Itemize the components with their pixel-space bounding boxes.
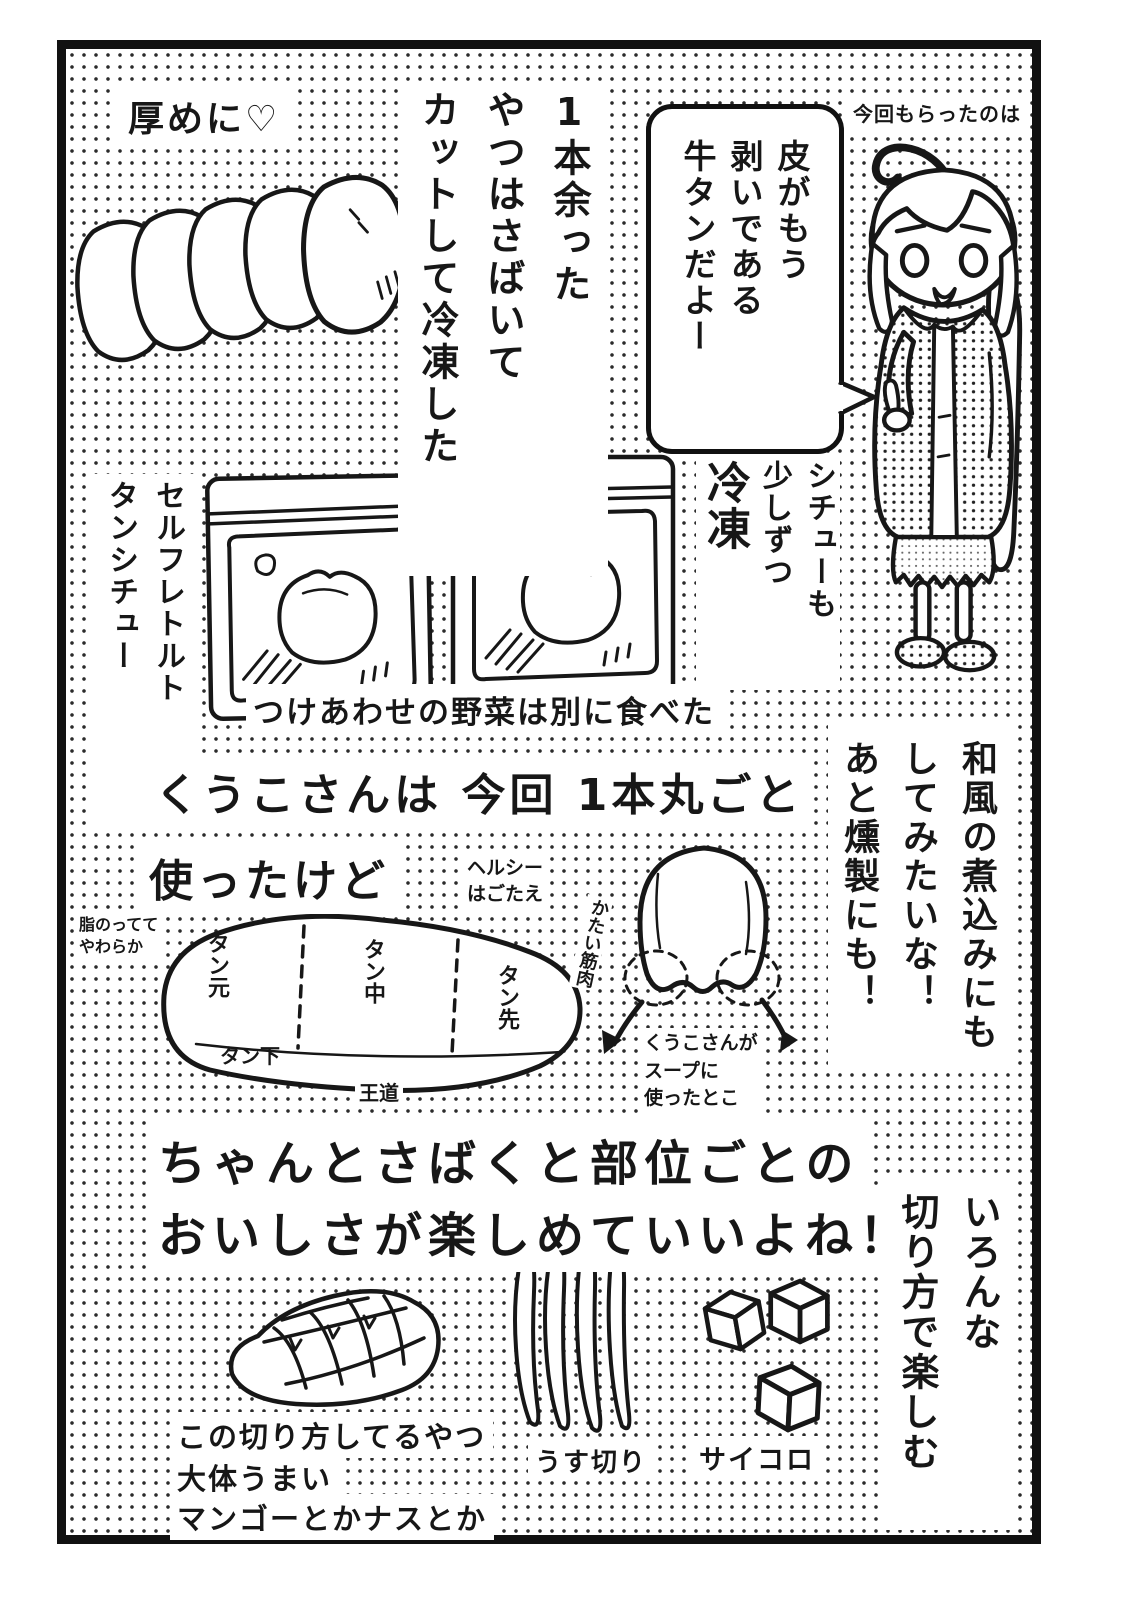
cut-and-freeze-note: 1本余った やつはさばいて カットして冷凍した: [398, 84, 608, 576]
healthy-line: ヘルシー: [467, 857, 544, 879]
dice-cut-illustration: [676, 1254, 854, 1440]
part-label-tip: タン先: [494, 964, 519, 1030]
cut-note-line: カットして冷凍した: [415, 90, 459, 468]
fatty-line: 脂のってて: [79, 915, 159, 934]
sliced-tongue-illustration: [75, 174, 410, 363]
tongue-parts-diagram: [161, 913, 583, 1093]
royal-road-annotation: 王道: [355, 1076, 403, 1107]
retort-label-line: タンシチュー: [103, 480, 138, 672]
cut-note-line: やつはさばいて: [481, 90, 525, 384]
speech-bubble-text: 皮がもう 剥いである 牛タンだよー: [665, 109, 825, 439]
dice-label: サイコロ: [692, 1436, 822, 1479]
retort-label-line: セルフレトルト: [150, 480, 185, 704]
received-label: 今回もらったのは: [848, 96, 1026, 129]
side-veggies-note: つけあわせの野菜は別に食べた: [246, 684, 722, 735]
main-message-line1: ちゃんとさばくと部位ごとの: [146, 1118, 872, 1200]
ideas-line: あと燻製にも！: [838, 740, 879, 1013]
crosshatch-caption-line2: 大体うまい: [170, 1454, 340, 1500]
variety-line: いろんな: [957, 1192, 1001, 1352]
speech-bubble-tail: [837, 380, 877, 416]
tongue-root-illustration: [602, 845, 798, 1054]
main-message-line2: おいしさが楽しめていいよね！: [146, 1190, 926, 1272]
stew-note-line: 冷凍: [699, 460, 750, 552]
speech-line: 剥いである: [725, 139, 764, 319]
fatty-soft-annotation: 脂のってて やわらか: [74, 912, 164, 961]
cooking-ideas-note: 和風の煮込みにも してみたいな！ あと燻製にも！: [828, 724, 1014, 1072]
healthy-chewy-annotation: ヘルシー はごたえ: [462, 854, 549, 910]
speech-line: 皮がもう: [772, 139, 811, 283]
crosshatch-caption-line1: この切り方してるやつ: [170, 1412, 494, 1458]
speech-line: 牛タンだよー: [678, 139, 717, 355]
soup-line: 使ったとこ: [644, 1087, 740, 1110]
soup-part-annotation: くうこさんが スープに 使ったとこ: [638, 1028, 764, 1115]
crosshatch-cut-illustration: [228, 1288, 441, 1407]
variety-line: 切り方で楽しむ: [895, 1192, 939, 1472]
usage-note-line2: 使ったけど: [140, 840, 398, 914]
part-label-middle: タン中: [360, 938, 385, 1004]
stew-freeze-note: シチューも 少しずつ 冷凍: [696, 460, 840, 690]
thin-slices-illustration: [513, 1232, 632, 1433]
thin-slice-label: うす切り: [528, 1440, 655, 1481]
cut-note-line: 1本余った: [547, 90, 591, 306]
fatty-line: やわらか: [79, 937, 144, 957]
crosshatch-caption-line3: マンゴーとかナスとか: [170, 1494, 495, 1540]
soup-line: スープに: [644, 1059, 719, 1082]
stew-note-line: シチューも: [801, 460, 836, 620]
usage-note-line1: くうこさんは 今回 1本丸ごと: [146, 754, 813, 828]
ideas-line: してみたいな！: [897, 740, 938, 1013]
retort-stew-label: セルフレトルト タンシチュー: [94, 474, 194, 826]
healthy-line: はごたえ: [467, 882, 544, 905]
thick-slices-caption: 厚めに♡: [118, 86, 291, 146]
ideas-line: 和風の煮込みにも: [956, 740, 997, 1052]
stew-note-line: 少しずつ: [757, 460, 792, 588]
speech-bubble: 皮がもう 剥いである 牛タンだよー: [646, 104, 844, 454]
part-label-under: タン下: [220, 1044, 280, 1068]
chibi-girl-illustration: [867, 143, 1023, 673]
cutting-variety-note: いろんな 切り方で楽しむ: [880, 1178, 1016, 1530]
soup-line: くうこさんが: [644, 1032, 758, 1054]
part-label-root: タン元: [204, 932, 229, 998]
